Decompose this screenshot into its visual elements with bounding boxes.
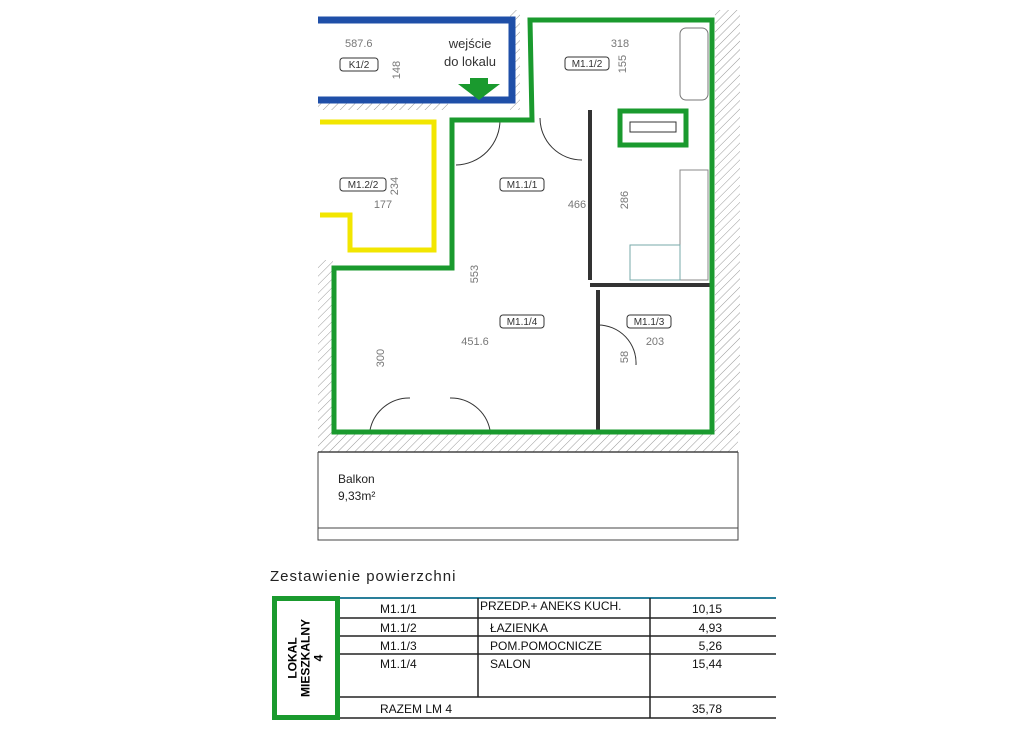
dim-bathroom-height: 155	[617, 55, 629, 73]
row-area: 5,26	[698, 639, 722, 653]
room-tag-hall: M1.1/1	[507, 180, 538, 191]
dim-neighbor-width: 177	[374, 199, 392, 211]
room-tag-neighbor: M1.2/2	[348, 180, 379, 191]
row-id: M1.1/2	[380, 621, 417, 635]
dim-utility-door: 58	[619, 351, 631, 363]
unit-label-box: LOKAL MIESZKALNY 4	[272, 596, 340, 720]
dim-corridor-width: 587.6	[345, 38, 373, 50]
entrance-arrow-icon	[458, 78, 500, 100]
summary-title: Zestawienie powierzchni	[270, 568, 457, 585]
dim-hall-width: 466	[568, 199, 586, 211]
floor-plan: wejście do lokalu K1/2 587.6 148 M1.1/2 …	[317, 10, 740, 541]
dim-neighbor-height: 234	[389, 177, 401, 195]
row-name: SALON	[490, 657, 531, 671]
row-name: POM.POMOCNICZE	[490, 639, 603, 653]
area-summary-table: LOKAL MIESZKALNY 4 M1.1/1 PRZEDP.+ ANEKS…	[272, 596, 776, 720]
row-area: 4,93	[698, 621, 722, 635]
room-tag-utility: M1.1/3	[634, 317, 665, 328]
row-name: PRZEDP.+ ANEKS KUCH.	[480, 599, 622, 613]
entrance-label-2: do lokalu	[444, 54, 496, 69]
doors	[369, 117, 637, 431]
table-grid	[340, 597, 776, 719]
room-tag-corridor: K1/2	[349, 60, 370, 71]
entrance-label: wejście	[448, 36, 492, 51]
dim-corridor-height: 148	[391, 61, 403, 79]
room-tag-bathroom: M1.1/2	[572, 59, 603, 70]
unit-outline	[331, 17, 715, 435]
dim-hall-height: 286	[619, 191, 631, 209]
row-id: M1.1/1	[380, 602, 417, 616]
dim-living-height: 300	[375, 349, 387, 367]
dim-living-width: 451.6	[461, 336, 489, 348]
dim-utility-width: 203	[646, 336, 664, 348]
corridor-outline	[318, 16, 516, 104]
balcony-label: Balkon	[338, 472, 375, 486]
row-area: 15,44	[691, 657, 722, 671]
dim-bathroom-width: 318	[611, 38, 629, 50]
walls	[317, 10, 740, 541]
dim-living-depth: 553	[469, 265, 481, 283]
total-area: 35,78	[691, 702, 722, 716]
row-id: M1.1/4	[380, 657, 417, 671]
total-label: RAZEM LM 4	[380, 702, 453, 716]
row-name: ŁAZIENKA	[490, 621, 549, 635]
balcony-area: 9,33m²	[338, 489, 375, 503]
neighbor-outline	[320, 119, 437, 253]
vent-shaft	[617, 108, 689, 148]
room-tag-living: M1.1/4	[507, 317, 538, 328]
row-id: M1.1/3	[380, 639, 417, 653]
row-area: 10,15	[691, 602, 722, 616]
